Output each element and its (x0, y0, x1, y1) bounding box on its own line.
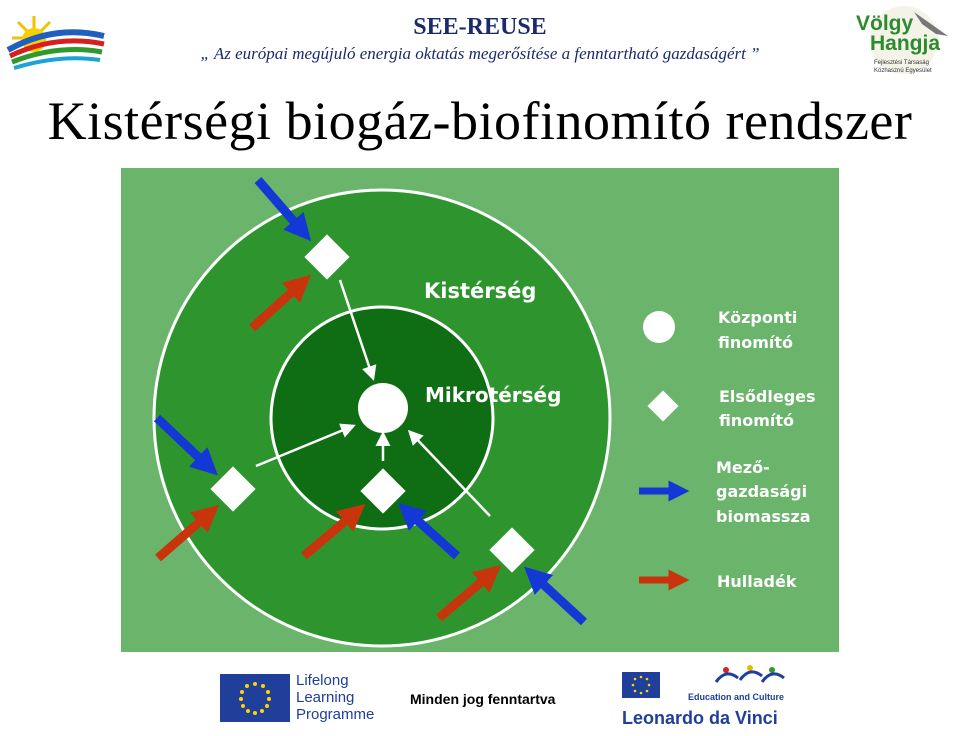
flow-arrow-left (255, 423, 356, 468)
biomass-arrow-icon (524, 566, 588, 626)
ldv-education-culture: Education and Culture (688, 692, 785, 702)
zone-label-inner: Mikrotérség (425, 383, 561, 407)
eu-flag-icon (220, 674, 290, 722)
llp-line-3: Programme (296, 706, 375, 723)
legend-label-biomass-3: biomassza (716, 507, 811, 526)
central-refinery-icon (358, 383, 408, 433)
biorefinery-diagram: Kistérség Mikrotérség Központi finomító (121, 168, 839, 652)
footer-rights: Minden jog fenntartva (410, 691, 556, 707)
waste-arrow-icon (155, 504, 220, 562)
zone-label-outer: Kistérség (424, 279, 536, 303)
logo-text-line2: Hangja (870, 32, 941, 55)
llp-line-2: Learning (296, 689, 355, 706)
legend-label-waste: Hulladék (717, 572, 797, 591)
legend-label-central-2: finomító (718, 333, 793, 352)
flow-arrow-top (338, 279, 377, 381)
sun-logo-icon (4, 10, 108, 72)
legend-label-primary-2: finomító (719, 411, 794, 430)
logo-caption1: Fejlesztési Társaság (874, 60, 929, 66)
leonardo-da-vinci-logo: Education and Culture Leonardo da Vinci (622, 660, 792, 732)
legend-label-primary-1: Elsődleges (719, 387, 816, 406)
waste-arrow-icon (436, 564, 502, 622)
volgy-hangja-logo: Völgy Hangja Fejlesztési Társaság Közhas… (852, 6, 956, 80)
people-figures-icon (712, 662, 792, 688)
header-subtitle: „ Az európai megújuló energia oktatás me… (200, 44, 760, 63)
llp-line-1: Lifelong (296, 672, 349, 689)
legend-label-biomass-2: gazdasági (716, 482, 807, 501)
slide-title: Kistérségi biogáz-biofinomító rendszer (47, 91, 913, 151)
waste-arrow-icon (248, 274, 312, 332)
legend-label-central-1: Központi (718, 308, 797, 327)
ldv-name: Leonardo da Vinci (622, 708, 778, 728)
eu-flag-small-icon (622, 672, 660, 698)
waste-arrow-icon (301, 504, 366, 560)
header-title: SEE-REUSE (413, 14, 547, 40)
lifelong-learning-logo: Lifelong Learning Programme (220, 672, 390, 724)
biomass-arrow-icon (397, 502, 461, 560)
logo-text-line1: Völgy (856, 12, 914, 35)
legend-circle-icon (643, 311, 675, 343)
legend-label-biomass-1: Mező- (716, 458, 770, 477)
biomass-arrow-icon (153, 414, 218, 476)
biomass-arrow-icon (254, 177, 312, 242)
logo-caption2: Közhasznú Egyesület (874, 68, 932, 74)
flow-arrow-right (407, 429, 491, 517)
